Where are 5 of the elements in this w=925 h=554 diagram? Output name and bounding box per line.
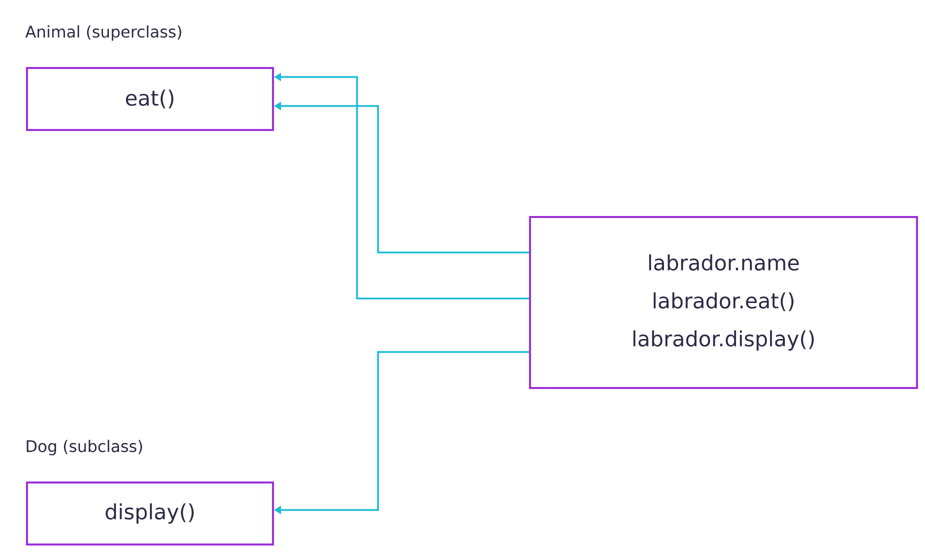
- code-box: labrador.name labrador.eat() labrador.display(): [529, 216, 918, 389]
- class-box: eat(): [26, 67, 274, 131]
- class-box: display(): [26, 482, 274, 546]
- class-heading: Dog (subclass): [26, 440, 142, 456]
- class-heading: Animal (superclass): [25, 25, 182, 41]
